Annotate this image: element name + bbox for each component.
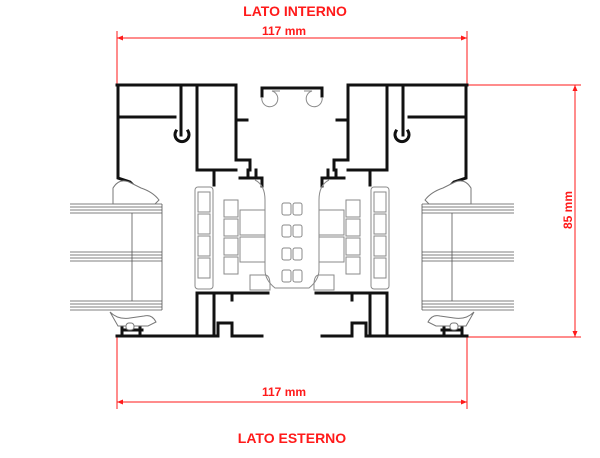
glass-pane xyxy=(70,203,163,311)
glazing-gaskets xyxy=(109,180,160,331)
profile-left-half xyxy=(70,83,294,338)
dimension-lines xyxy=(116,31,581,409)
thermal-break xyxy=(194,90,292,291)
inner-side-label: LATO INTERNO xyxy=(243,3,347,19)
aluminium-profile xyxy=(115,83,294,338)
bottom-width-dimension-label: 117 mm xyxy=(262,385,307,399)
outer-side-label: LATO ESTERNO xyxy=(237,430,347,446)
top-width-dimension-label: 117 mm xyxy=(262,24,307,38)
profile-right-half xyxy=(290,83,516,338)
